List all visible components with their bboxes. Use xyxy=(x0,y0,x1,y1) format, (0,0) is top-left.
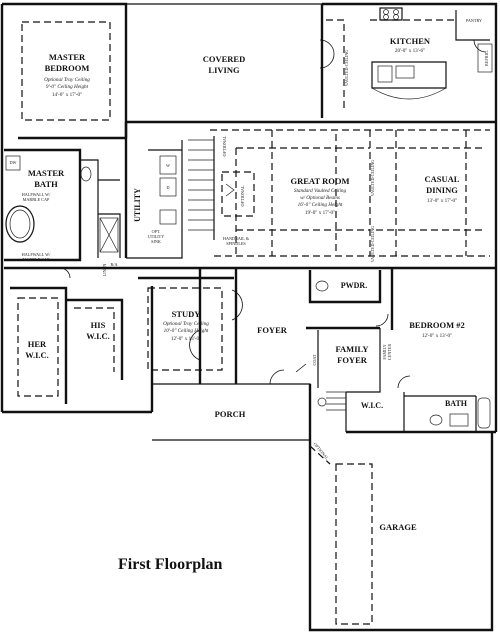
optional-fireplace-label: OPTIONAL xyxy=(240,185,245,206)
great-room-note-2: w/ Optional Beams xyxy=(300,195,340,201)
utility-sink-label-1: OPT. xyxy=(152,229,161,234)
master-bedroom-note-2: 9'-0" Ceiling Height xyxy=(46,84,89,90)
linen-label: LINEN xyxy=(102,264,107,277)
foyer-label: FOYER xyxy=(257,325,288,335)
master-bedroom-dims: 14'-6" x 17'-0" xyxy=(52,92,82,98)
study-dims: 12'-0" x 13'-0" xyxy=(171,336,201,342)
halfwall-1-label-1: HALFWALL W/ xyxy=(22,192,51,197)
great-room-dims: 19'-0" x 17'-0" xyxy=(305,210,335,216)
wic-label: W.I.C. xyxy=(361,401,383,410)
kitchen-dims: 20'-0" x 13'-6" xyxy=(395,48,425,54)
fixtures xyxy=(5,7,493,625)
his-wic-label-2: W.I.C. xyxy=(86,331,110,341)
utility-sink-label-2: UTILITY xyxy=(148,234,165,239)
master-bedroom-label-2: BEDROOM xyxy=(45,63,90,73)
great-room-label: GREAT ROOM xyxy=(291,176,350,186)
doors xyxy=(59,39,487,389)
ra-label: R/A xyxy=(111,262,118,267)
his-wic-label-1: HIS xyxy=(91,320,106,330)
handrail-label-2: SPINDLES xyxy=(226,241,246,246)
great-room-note-1: Standard Vaulted Ceiling xyxy=(294,188,347,194)
family-foyer-label-2: FOYER xyxy=(337,355,368,365)
master-bath-label-2: BATH xyxy=(34,179,58,189)
casual-dining-dims: 13'-0" x 17'-0" xyxy=(427,198,457,204)
bedroom2-dims: 12'-0" x 13'-0" xyxy=(422,333,452,339)
kitchen-label: KITCHEN xyxy=(390,36,431,46)
dryer-label: D xyxy=(166,185,169,190)
family-foyer-label-1: FAMILY xyxy=(335,344,368,354)
covered-living-label-1: COVERED xyxy=(203,54,246,64)
casual-dining-label-2: DINING xyxy=(426,185,458,195)
study-note-2: 10'-0" Ceiling Height xyxy=(164,328,209,334)
washer-label: W xyxy=(166,163,170,168)
great-room-note-3: 16'-0" Ceiling Height xyxy=(298,202,343,208)
garage-optional-label: OPTIONAL xyxy=(313,441,331,461)
family-center-label-1: FAMILY xyxy=(382,344,387,359)
pantry-label: PANTRY xyxy=(466,18,482,23)
halfwall-2-label-2: MARBLE CAP xyxy=(23,257,50,262)
study-label: STUDY xyxy=(172,309,201,319)
refrig-label: REFRIG. xyxy=(484,50,489,66)
utility-sink-label-3: SINK xyxy=(151,239,161,244)
stair-treads xyxy=(188,136,215,240)
master-bath-label-1: MASTER xyxy=(28,168,65,178)
optional-top-label: OPTIONAL xyxy=(222,135,227,156)
coat-label: COAT xyxy=(312,354,317,365)
covered-living-label-2: LIVING xyxy=(208,65,240,75)
floorplan-title: First Floorplan xyxy=(118,556,223,573)
bath-label: BATH xyxy=(445,399,468,408)
master-bedroom-label-1: MASTER xyxy=(49,52,86,62)
master-bedroom-note-1: Optional Tray Ceiling xyxy=(44,77,90,83)
halfwall-2-label-1: HALFWALL W/ xyxy=(22,252,51,257)
vaulted-ceiling-label-1: VAULTED CEILING xyxy=(370,160,375,197)
study-note-1: Optional Tray Ceiling xyxy=(163,321,209,327)
casual-dining-label-1: CASUAL xyxy=(425,174,460,184)
kitchen-vaulted-note: VAULTED CEILING xyxy=(344,50,349,87)
dw-label: DW xyxy=(10,160,17,165)
interior-walls xyxy=(4,10,490,432)
halfwall-1-label-2: MARBLE CAP xyxy=(23,197,50,202)
garage-label: GARAGE xyxy=(379,522,417,532)
pwdr-label: PWDR. xyxy=(341,281,367,290)
porch-label: PORCH xyxy=(215,409,246,419)
her-wic-label-1: HER xyxy=(28,339,47,349)
vaulted-ceiling-label-2: VAULTED CEILING xyxy=(370,226,375,263)
family-center-label-2: CENTER xyxy=(387,344,392,360)
handrail-label-1: HANDRAIL & xyxy=(223,236,250,241)
utility-label: UTILITY xyxy=(133,188,142,222)
her-wic-label-2: W.I.C. xyxy=(25,350,49,360)
bedroom2-label: BEDROOM #2 xyxy=(409,320,465,330)
